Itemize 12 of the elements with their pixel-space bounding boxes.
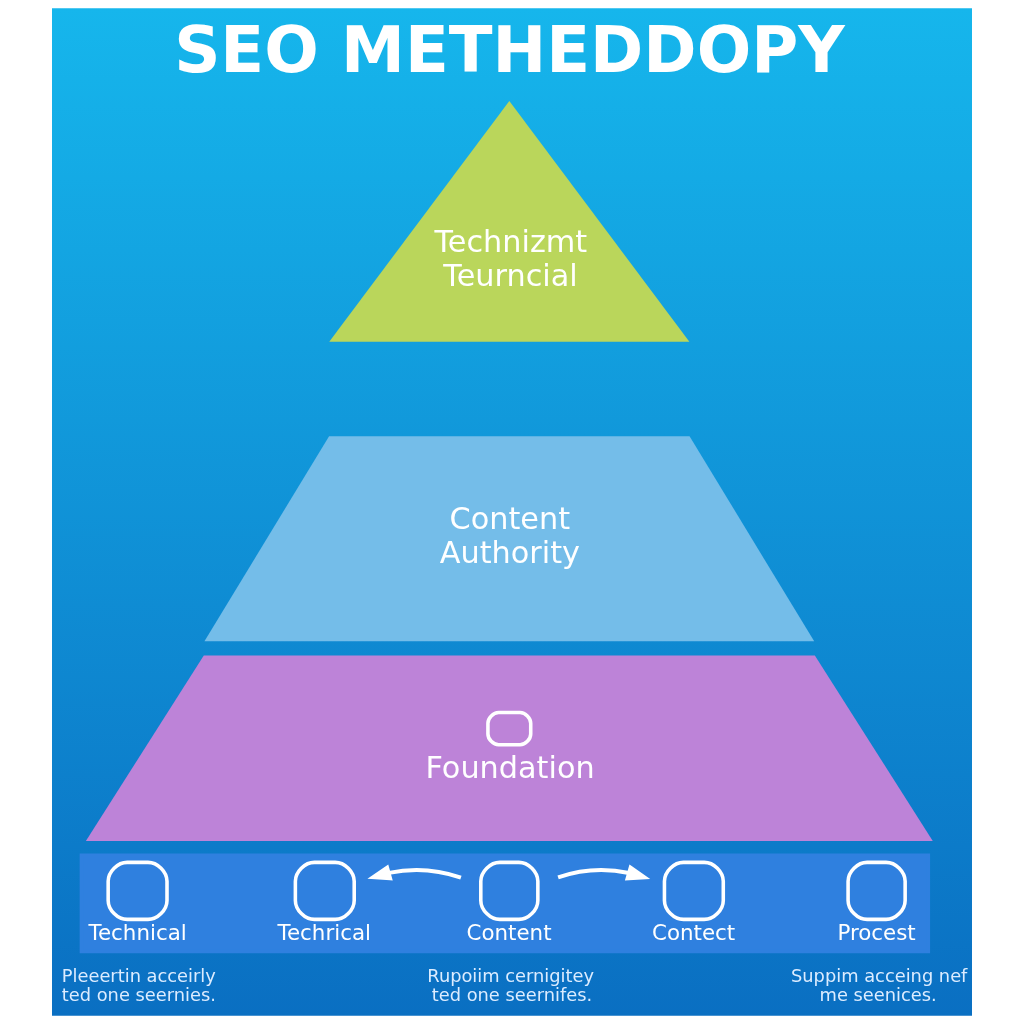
- node-label: Procest: [837, 920, 916, 946]
- diagram-title: SEO METHEDDOPY: [174, 12, 845, 88]
- node-label: Content: [466, 920, 552, 946]
- arrow: [557, 864, 651, 881]
- node-label: Suppim acceing nef me seenices.: [791, 964, 968, 1006]
- cluster: [79, 853, 931, 954]
- node-label: Rupoiim cernigitey ted one seernifes.: [427, 964, 595, 1006]
- node-label: Pleeertin acceirly ted one seernies.: [61, 964, 216, 1006]
- arrow: [367, 864, 462, 881]
- node-label: Technical: [88, 920, 187, 946]
- node-label: Contect: [651, 920, 736, 946]
- node-label: Techrical: [277, 920, 371, 946]
